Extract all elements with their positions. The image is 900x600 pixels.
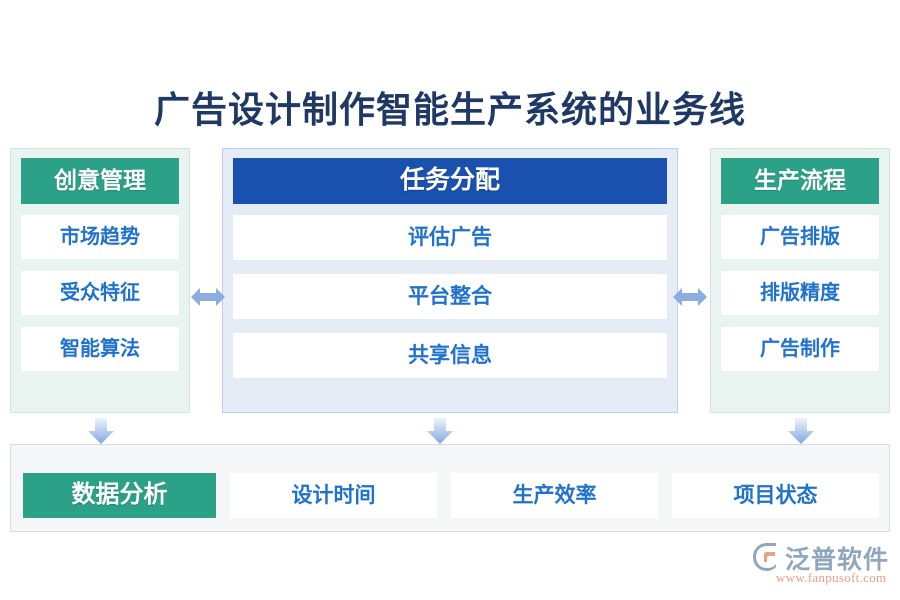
columns-row: 创意管理 市场趋势 受众特征 智能算法 任务分配 评估广告 平台整合 共享信息 … xyxy=(10,148,890,413)
bottom-header-data-analysis: 数据分析 xyxy=(23,473,216,518)
bottom-item-project-status[interactable]: 项目状态 xyxy=(672,473,879,518)
arrow-down-icon xyxy=(86,417,116,445)
panel-creative-management: 创意管理 市场趋势 受众特征 智能算法 xyxy=(10,148,190,413)
brand-logo: 泛普软件 www.fanpusoft.com xyxy=(752,540,892,590)
bottom-item-production-efficiency[interactable]: 生产效率 xyxy=(451,473,658,518)
logo-website-url: www.fanpusoft.com xyxy=(776,570,887,585)
double-arrow-horizontal-icon xyxy=(190,282,226,312)
bottom-row: 数据分析 设计时间 生产效率 项目状态 xyxy=(23,473,879,518)
panel-item-ad-production[interactable]: 广告制作 xyxy=(721,327,879,371)
panel-data-analysis: 数据分析 设计时间 生产效率 项目状态 xyxy=(10,444,890,532)
panel-header-production-process: 生产流程 xyxy=(721,158,879,204)
panel-item-market-trend[interactable]: 市场趋势 xyxy=(21,215,179,259)
panel-item-audience-profile[interactable]: 受众特征 xyxy=(21,271,179,315)
panel-task-assignment: 任务分配 评估广告 平台整合 共享信息 xyxy=(222,148,678,413)
bottom-item-design-time[interactable]: 设计时间 xyxy=(230,473,437,518)
panel-header-creative-management: 创意管理 xyxy=(21,158,179,204)
fanpu-logo-icon xyxy=(752,542,782,572)
panel-item-platform-integration[interactable]: 平台整合 xyxy=(233,274,667,319)
panel-item-share-information[interactable]: 共享信息 xyxy=(233,333,667,378)
double-arrow-horizontal-icon xyxy=(672,282,708,312)
panel-item-ad-layout[interactable]: 广告排版 xyxy=(721,215,879,259)
panel-header-task-assignment: 任务分配 xyxy=(233,158,667,204)
panel-item-smart-algorithm[interactable]: 智能算法 xyxy=(21,327,179,371)
panel-item-layout-precision[interactable]: 排版精度 xyxy=(721,271,879,315)
logo-company-name: 泛普软件 xyxy=(785,546,890,574)
panel-item-evaluate-ad[interactable]: 评估广告 xyxy=(233,215,667,260)
panel-production-process: 生产流程 广告排版 排版精度 广告制作 xyxy=(710,148,890,413)
arrow-down-icon xyxy=(425,417,455,445)
arrow-down-icon xyxy=(786,417,816,445)
page-title: 广告设计制作智能生产系统的业务线 xyxy=(153,90,746,130)
